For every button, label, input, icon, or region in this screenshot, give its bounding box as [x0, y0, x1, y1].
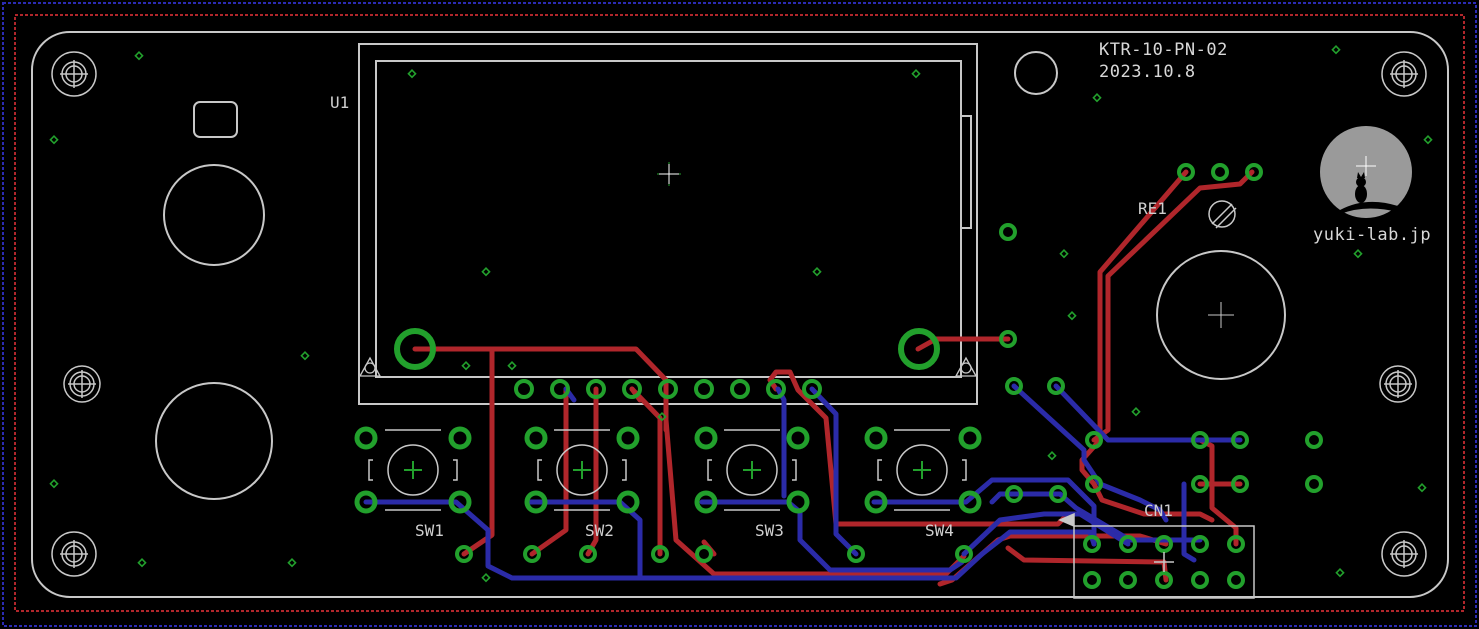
bottom-copper-traces — [363, 383, 1243, 581]
through-hole-pads — [394, 163, 1323, 589]
switch-pads — [354, 426, 982, 514]
part-number: KTR-10-PN-02 — [1099, 40, 1228, 60]
switch-outlines — [368, 429, 967, 511]
small-vias — [49, 45, 1433, 583]
top-copper-traces — [412, 169, 1255, 587]
board-date: 2023.10.8 — [1099, 62, 1196, 82]
sw2-label: SW2 — [585, 521, 614, 540]
panel-cutouts — [155, 51, 1286, 500]
board-edge — [31, 31, 1449, 598]
sw3-label: SW3 — [755, 521, 784, 540]
sw4-label: SW4 — [925, 521, 954, 540]
cat-on-moon-logo-icon — [1320, 126, 1412, 218]
re1-marker — [1208, 200, 1237, 229]
re1-label: RE1 — [1138, 199, 1167, 218]
sw1-label: SW1 — [415, 521, 444, 540]
cn1-label: CN1 — [1144, 501, 1173, 520]
switch-centers — [404, 461, 931, 479]
cn1-outline — [1058, 512, 1255, 599]
u1-label: U1 — [330, 93, 349, 112]
logo-text: yuki-lab.jp — [1313, 225, 1431, 245]
top-layer-outline — [14, 14, 1465, 612]
mounting-hole-icon — [51, 51, 1427, 577]
fiducial-marks — [358, 356, 978, 377]
